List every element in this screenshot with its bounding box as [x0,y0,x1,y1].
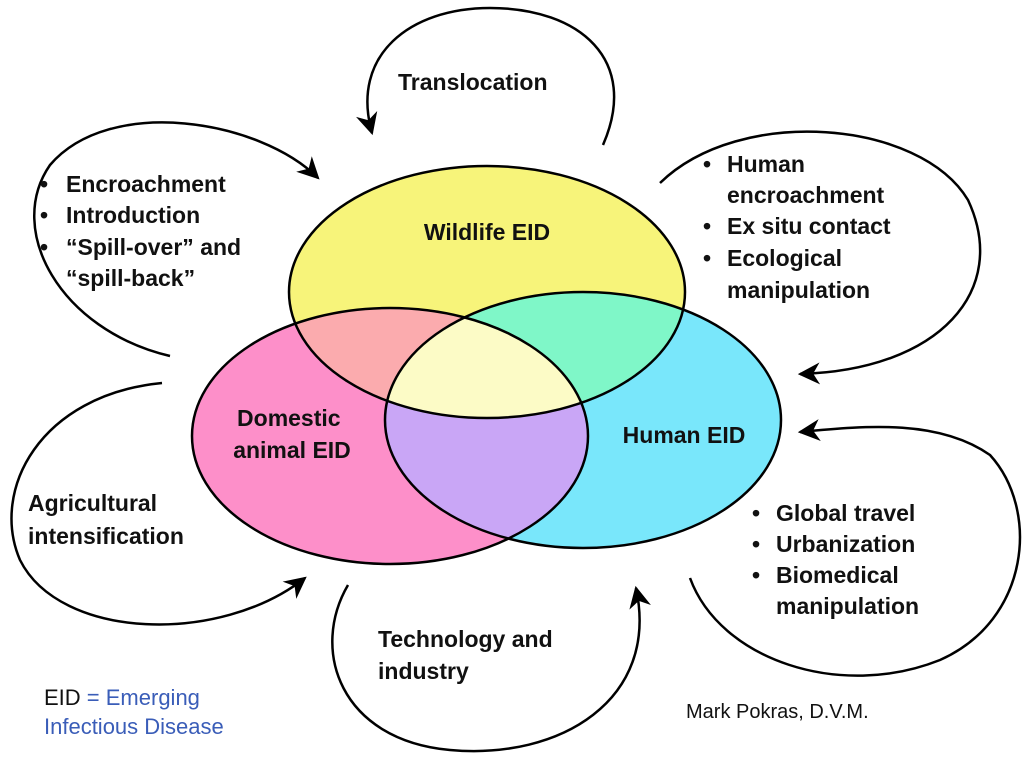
bullet-icon: • [40,234,48,260]
top-left-driver-list: • Encroachment • Introduction • “Spill-o… [40,171,241,291]
encroachment-item: Encroachment [66,171,226,197]
svg-text:• “Spill-over” and: • “Spill-over” and [40,234,241,260]
svg-text:• Ex situ contact: • Ex situ contact [703,213,891,239]
legend-abbreviation: EID [44,685,81,710]
biomedical-manipulation-item-line2: manipulation [776,593,919,619]
top-left-loop-arrow [33,121,320,358]
overlap-center [385,308,588,418]
venn-circles [190,164,783,566]
ex-situ-contact-item: Ex situ contact [727,213,891,239]
human-eid-label: Human EID [623,422,746,448]
bullet-icon: • [703,151,711,177]
bottom-right-loop-arrow [688,419,1022,677]
top-right-driver-list: • Human encroachment • Ex situ contact •… [703,151,891,303]
legend-definition-line2: Infectious Disease [44,714,224,739]
translocation-label: Translocation [398,69,548,95]
svg-text:• Biomedical: • Biomedical [752,562,899,588]
svg-text:• Human: • Human [703,151,805,177]
spill-over-item: “Spill-over” and [66,234,241,260]
svg-text:• Global travel: • Global travel [752,500,915,526]
ecological-manipulation-item-line2: manipulation [727,277,870,303]
translocation-loop-arrow [356,6,616,146]
svg-text:• Ecological: • Ecological [703,245,842,271]
bullet-icon: • [752,562,760,588]
bullet-icon: • [752,500,760,526]
biomedical-manipulation-item: Biomedical [776,562,899,588]
bullet-icon: • [40,171,48,197]
human-encroachment-item-line2: encroachment [727,182,885,208]
urbanization-item: Urbanization [776,531,915,557]
left-loop-arrow [10,381,307,626]
driver-arrows [10,6,1022,753]
introduction-item: Introduction [66,202,200,228]
author-credit: Mark Pokras, D.V.M. [686,701,869,723]
technology-industry-label: Technology and industry [378,626,559,684]
human-encroachment-item: Human [727,151,805,177]
wildlife-eid-label: Wildlife EID [424,219,550,245]
bullet-icon: • [752,531,760,557]
bullet-icon: • [703,213,711,239]
eid-legend: EID = Emerging Infectious Disease [44,683,224,741]
svg-text:• Encroachment: • Encroachment [40,171,226,197]
legend-definition-line1: = Emerging [80,685,200,710]
spill-back-item: “spill-back” [66,265,195,291]
bottom-loop-arrow [331,584,651,753]
domestic-animal-eid-label: Domestic animal EID [233,405,351,463]
svg-text:• Urbanization: • Urbanization [752,531,915,557]
agricultural-intensification-label: Agricultural intensification [28,490,184,549]
bullet-icon: • [703,245,711,271]
bullet-icon: • [40,202,48,228]
ecological-manipulation-item: Ecological [727,245,842,271]
global-travel-item: Global travel [776,500,915,526]
bottom-right-driver-list: • Global travel • Urbanization • Biomedi… [752,500,919,619]
svg-text:• Introduction: • Introduction [40,202,200,228]
top-right-loop-arrow [659,130,982,385]
